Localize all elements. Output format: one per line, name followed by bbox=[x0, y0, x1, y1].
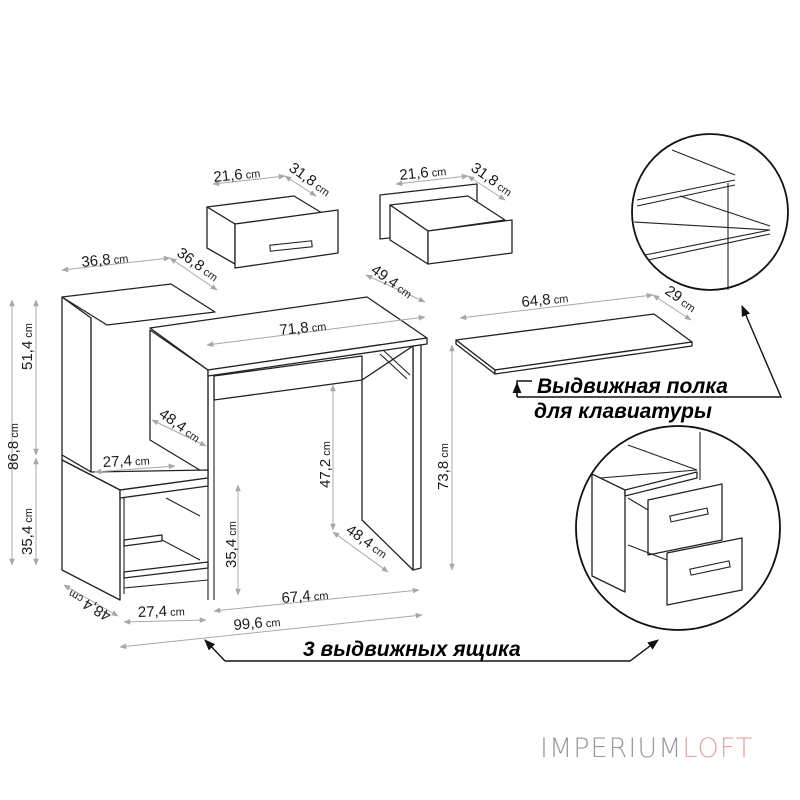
keyboard-shelf-zoom-circle bbox=[631, 133, 789, 291]
svg-text:49,4 cm: 49,4 cm bbox=[368, 261, 416, 302]
drawers-zoom-circle bbox=[575, 425, 781, 631]
svg-text:99,6 cm: 99,6 cm bbox=[233, 613, 281, 634]
keyboard-shelf-callout-line1: Выдвижная полка bbox=[537, 375, 728, 398]
keyboard-shelf-detail bbox=[455, 292, 693, 375]
logo-part-loft: LOFT bbox=[682, 733, 754, 764]
svg-text:21,6 cm: 21,6 cm bbox=[399, 162, 447, 184]
drawer-detail-1 bbox=[206, 173, 339, 269]
dimension-lines bbox=[9, 255, 455, 650]
svg-text:86,8 cm: 86,8 cm bbox=[5, 423, 22, 470]
svg-text:51,4 cm: 51,4 cm bbox=[19, 323, 36, 370]
svg-text:35,4 cm: 35,4 cm bbox=[19, 508, 36, 555]
svg-text:64,8 cm: 64,8 cm bbox=[521, 289, 569, 311]
svg-text:36,8 cm: 36,8 cm bbox=[81, 249, 129, 271]
svg-text:71,8 cm: 71,8 cm bbox=[279, 317, 327, 339]
logo-part-imperium: IMPERIUM bbox=[540, 733, 683, 764]
svg-text:67,4 cm: 67,4 cm bbox=[281, 586, 329, 607]
svg-text:21,6 cm: 21,6 cm bbox=[213, 164, 261, 186]
brand-logo: IMPERIUMLOFT bbox=[540, 733, 753, 764]
callout-labels: Выдвижная полка для клавиатуры 3 выдвижн… bbox=[303, 375, 728, 661]
svg-text:35,4 cm: 35,4 cm bbox=[223, 521, 240, 568]
dimension-labels: 21,6 cm 31,8 cm 21,6 cm 31,8 cm 36,8 cm … bbox=[5, 159, 697, 634]
keyboard-shelf-callout-line2: для клавиатуры bbox=[534, 400, 712, 423]
svg-text:27,4 cm: 27,4 cm bbox=[138, 602, 186, 621]
svg-text:27,4 cm: 27,4 cm bbox=[102, 452, 150, 471]
drawer-detail-2 bbox=[379, 173, 513, 265]
svg-text:31,8 cm: 31,8 cm bbox=[286, 159, 334, 200]
svg-text:47,2 cm: 47,2 cm bbox=[317, 441, 334, 488]
callout-arrows bbox=[204, 304, 783, 662]
drawers-callout: 3 выдвижных ящика bbox=[303, 638, 521, 661]
svg-text:73,8 cm: 73,8 cm bbox=[435, 443, 452, 490]
